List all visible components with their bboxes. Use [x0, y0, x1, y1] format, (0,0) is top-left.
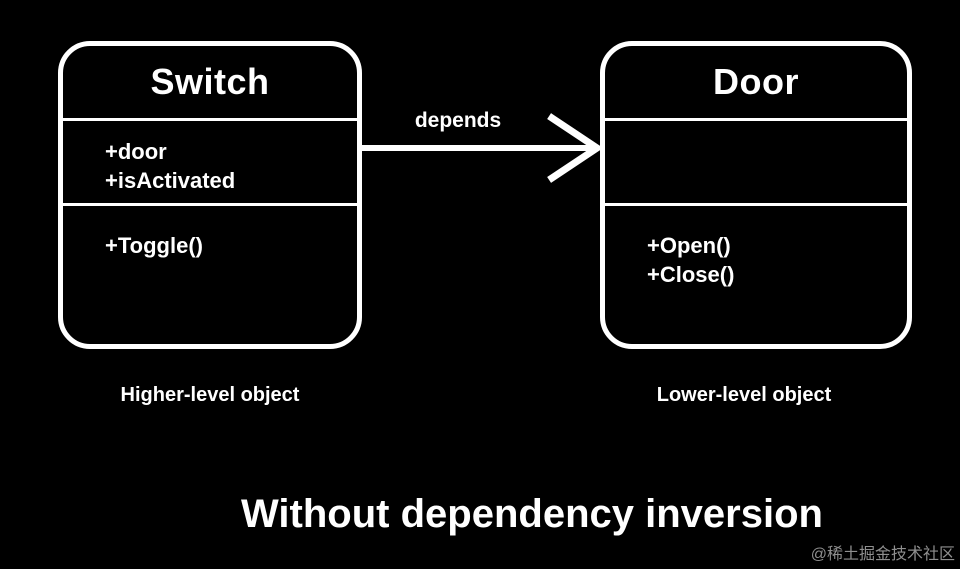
- class-methods-switch: +Toggle(): [63, 206, 357, 344]
- caption-higher-level: Higher-level object: [120, 384, 300, 406]
- class-name-door: Door: [605, 46, 907, 121]
- depends-label: depends: [414, 109, 502, 132]
- class-attributes-switch: +door +isActivated: [63, 121, 357, 206]
- method-close: +Close(): [647, 262, 735, 287]
- class-box-switch: Switch +door +isActivated +Toggle(): [58, 41, 362, 349]
- arrow-head: [547, 113, 602, 183]
- attribute-isactivated: +isActivated: [105, 168, 236, 193]
- class-box-door: Door +Open() +Close(): [600, 41, 912, 349]
- depends-arrow-icon: [360, 113, 602, 183]
- class-name-switch: Switch: [63, 46, 357, 121]
- watermark: @稀土掘金技术社区: [810, 546, 955, 563]
- attribute-door: +door: [105, 139, 167, 164]
- caption-lower-level: Lower-level object: [656, 384, 832, 406]
- method-toggle: +Toggle(): [105, 233, 203, 258]
- class-methods-door: +Open() +Close(): [605, 206, 907, 344]
- method-open: +Open(): [647, 233, 731, 258]
- page-title: Without dependency inversion: [241, 492, 823, 536]
- class-attributes-door: [605, 121, 907, 206]
